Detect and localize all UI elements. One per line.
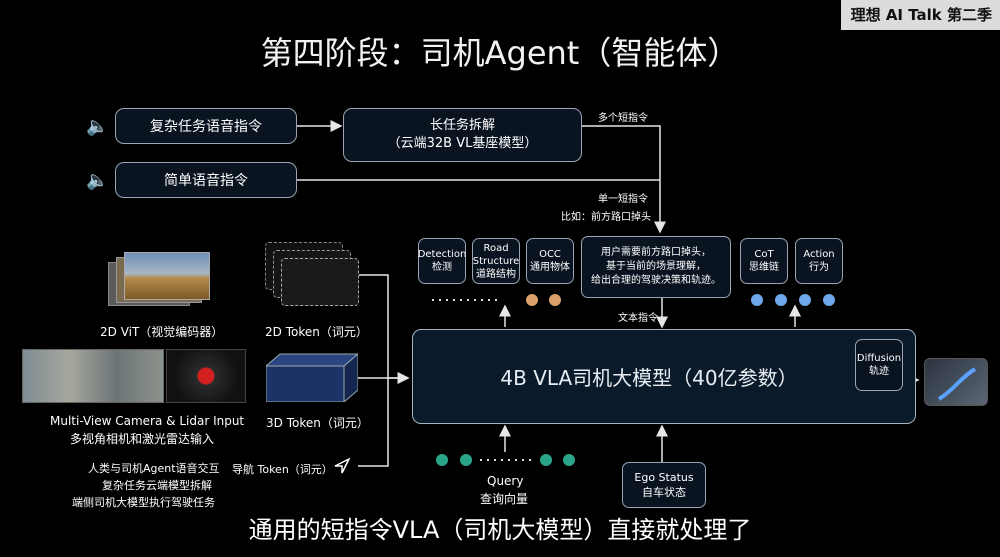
action-token-dot [799,294,811,306]
diffusion-en: Diffusion [856,353,902,364]
reasoning-line-3: 给出合理的驾驶决策和轨迹。 [591,275,721,286]
occ-box: OCC 通用物体 [526,238,574,284]
lidar-point-cloud-image [166,349,246,403]
reasoning-line-2: 基于当前的场景理解， [606,261,706,272]
diffusion-cn: 轨迹 [869,366,889,377]
multi-command-label: 多个短指令 [598,113,648,124]
action-box: Action 行为 [795,238,843,284]
ego-status-en: Ego Status [634,471,694,484]
text-command-label: 文本指令 [618,313,658,324]
road-cn: 道路结构 [476,268,516,280]
occ-cn: 通用物体 [530,262,570,273]
reasoning-line-1: 用户需要前方路口掉头， [601,247,711,258]
cot-en: CoT [754,249,774,260]
vla-model-title: 4B VLA司机大模型（40亿参数） [500,366,798,390]
navigation-arrow-icon [334,457,351,478]
complex-voice-command-box: 复杂任务语音指令 [115,108,297,144]
query-label-cn: 查询向量 [480,492,529,506]
action-cn: 行为 [809,262,829,273]
speaker-icon: 🔈 [86,116,109,137]
ego-status-cn: 自车状态 [642,486,686,499]
2d-token-stack [265,242,359,306]
single-command-label: 单一短指令 [598,194,648,205]
query-token-dot [460,454,472,466]
note-line-1: 人类与司机Agent语音交互 [88,462,220,475]
detection-box: Detection 检测 [418,238,466,284]
brand-badge: 理想 AI Talk 第二季 [840,0,1000,30]
3d-token-cube [264,352,360,404]
action-token-dot [751,294,763,306]
occ-token-dot [526,294,538,306]
nav-token-label: 导航 Token（词元） [232,463,333,476]
detection-cn: 检测 [432,262,452,273]
road-en-2: Structure [472,255,520,267]
vla-driver-model-box: 4B VLA司机大模型（40亿参数） [412,329,916,424]
query-label-en: Query [487,474,524,488]
3d-token-label: 3D Token（词元） [266,416,369,430]
speaker-icon: 🔈 [86,170,109,191]
query-token-dot [436,454,448,466]
note-line-3: 端侧司机大模型执行驾驶任务 [72,496,215,509]
detection-en: Detection [417,249,467,260]
note-line-2: 复杂任务云端模型拆解 [102,479,212,492]
occ-en: OCC [539,249,561,260]
long-task-model: （云端32B VL基座模型） [387,136,538,151]
camera-input-label-en: Multi-View Camera & Lidar Input [50,414,245,428]
road-en-1: Road [483,242,509,254]
ego-status-box: Ego Status 自车状态 [622,462,706,508]
cot-box: CoT 思维链 [740,238,788,284]
simple-voice-command-box: 简单语音指令 [115,162,297,198]
camera-frame-stack-image [108,252,210,306]
query-token-dot [540,454,552,466]
action-token-dot [775,294,787,306]
action-en: Action [803,249,835,260]
long-task-title: 长任务拆解 [429,118,495,133]
diffusion-trajectory-box: Diffusion 轨迹 [855,339,903,391]
query-token-dot [563,454,575,466]
road-structure-box: Road Structure 道路结构 [472,238,520,284]
multi-view-camera-image [22,349,164,403]
action-token-dot [823,294,835,306]
camera-input-label-cn: 多视角相机和激光雷达输入 [70,432,215,446]
vit-label: 2D ViT（视觉编码器） [100,325,224,339]
page-title: 第四阶段：司机Agent（智能体） [260,34,740,72]
trajectory-output-image [924,358,988,406]
reasoning-box: 用户需要前方路口掉头， 基于当前的场景理解， 给出合理的驾驶决策和轨迹。 [581,236,731,298]
cot-cn: 思维链 [749,262,779,273]
example-label: 比如：前方路口掉头 [561,212,651,223]
video-subtitle: 通用的短指令VLA（司机大模型）直接就处理了 [248,516,752,544]
2d-token-label: 2D Token（词元） [265,325,368,339]
occ-token-dot [549,294,561,306]
long-task-decomposition-box: 长任务拆解 （云端32B VL基座模型） [343,108,582,162]
